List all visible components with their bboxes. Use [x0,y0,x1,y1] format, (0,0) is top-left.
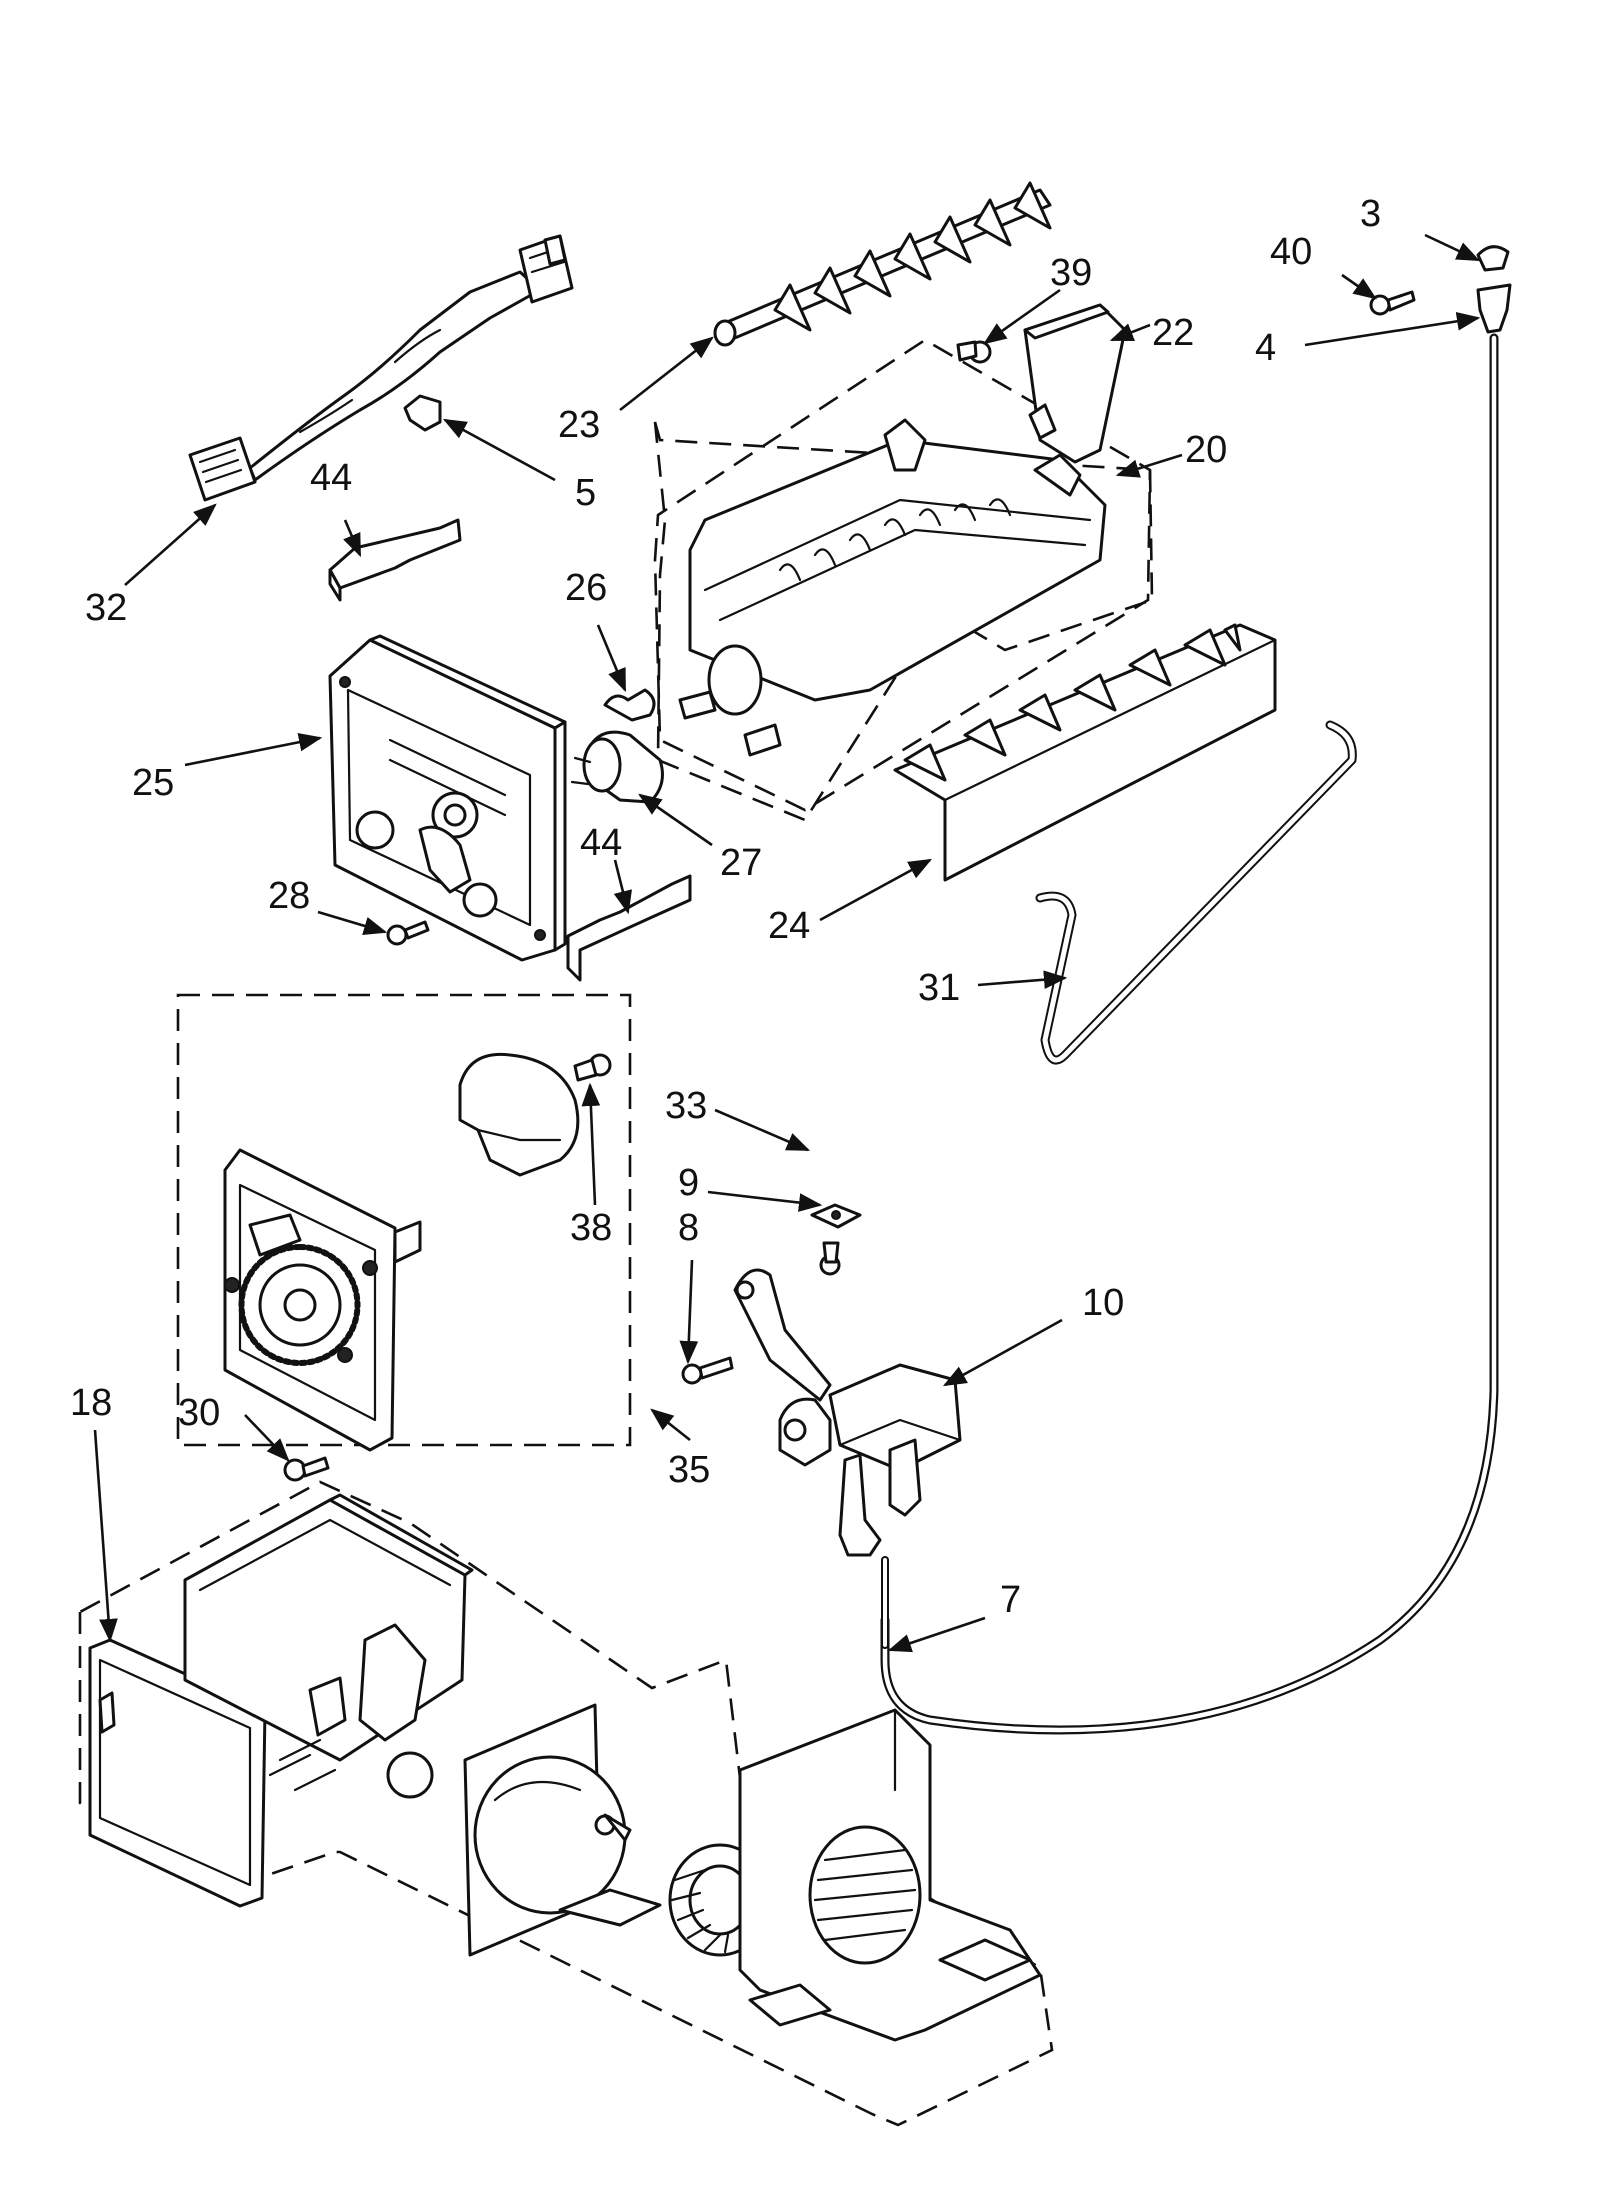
motor-cover [458,1052,580,1177]
callout-18: 18 [70,1382,112,1424]
callout-27: 27 [720,842,762,884]
mounting-bracket-top [328,518,462,602]
fan-motor [183,1493,474,1799]
motor-cover-box [88,1638,267,1908]
thermostat [570,730,664,804]
callout-23: 23 [558,404,600,446]
callout-32: 32 [85,587,127,629]
callout-31: 31 [918,967,960,1009]
valve-screw-side [681,1356,734,1385]
ejector-shaft [713,181,1052,347]
water-inlet-valve [733,1268,962,1557]
callout-5: 5 [575,472,596,514]
fill-cup [1023,303,1127,464]
callout-44-bottom: 44 [580,822,622,864]
motor-screw [573,1053,612,1082]
callout-33: 33 [665,1085,707,1127]
leader-lines [93,233,1481,1653]
callout-26: 26 [565,567,607,609]
thermostat-clip [603,688,656,722]
callout-7: 7 [1000,1579,1021,1621]
fan-motor-group-outline [78,1480,1054,2127]
motor-plate-screw [283,1456,330,1482]
fan-shroud [463,1703,662,1957]
ice-maker-mold [678,418,1107,757]
shut-off-arm [1035,720,1357,1065]
callout-4: 4 [1255,327,1276,369]
callout-3: 3 [1360,193,1381,235]
callout-9: 9 [678,1162,699,1204]
callout-10: 10 [1082,1282,1124,1324]
motor-plate [223,1148,422,1452]
inlet-screw [1369,290,1416,316]
callout-8: 8 [678,1207,699,1249]
callout-35: 35 [668,1449,710,1491]
valve-screw-top [819,1241,841,1276]
callout-38: 38 [570,1207,612,1249]
callout-40: 40 [1270,231,1312,273]
callout-25: 25 [132,762,174,804]
ice-maker-assembly-group-outline-main [653,338,1152,812]
harness-clip [403,394,442,432]
housing-screw [386,920,430,946]
callout-39: 39 [1050,252,1092,294]
wire-harness [188,234,574,502]
motor-module-group-outline [176,993,632,1447]
callout-44-top: 44 [310,457,352,499]
inlet-clamp [1476,245,1510,272]
fan-housing [738,1708,1042,2042]
callout-28: 28 [268,875,310,917]
fill-tube [880,333,1499,1735]
mold-screw [956,340,992,364]
callout-30: 30 [178,1392,220,1434]
callout-20: 20 [1185,429,1227,471]
ice-stripper [893,623,1277,882]
callout-22: 22 [1152,312,1194,354]
mounting-bracket-bottom [566,874,692,982]
callout-24: 24 [768,905,810,947]
callout-labels: 3 40 4 39 22 23 20 5 44 32 26 25 27 44 2… [70,193,1381,1621]
valve-clip [810,1203,862,1229]
inlet-fitting [1476,283,1512,334]
control-housing [328,634,567,962]
